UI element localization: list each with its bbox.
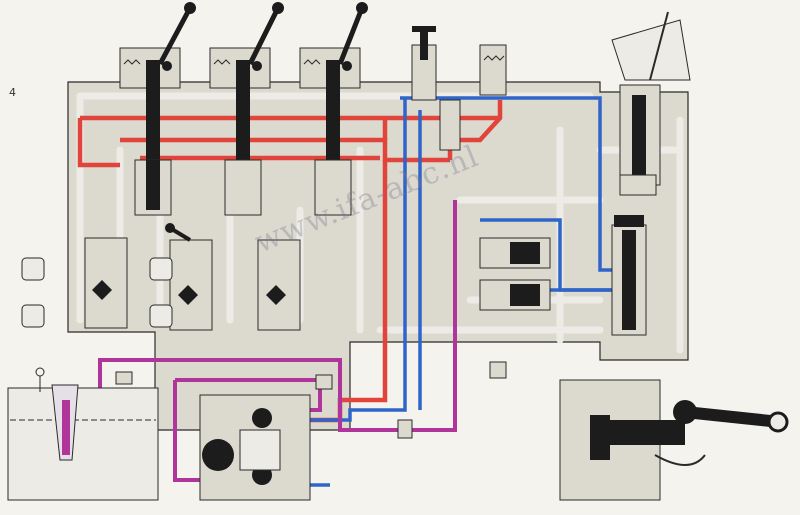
springs-top [123,59,321,65]
check-valves [115,361,507,439]
gear-pump [199,394,311,501]
middle-valves [479,237,551,311]
distributor-valve [611,215,647,336]
pressure-valve-upper [411,26,507,151]
main-housing [67,81,689,431]
hydraulic-lift-arm [559,379,789,501]
oil-tank [7,367,159,501]
valve-housing-1 [119,2,196,216]
valve-housing-3 [299,2,368,216]
page-number: 4 [9,86,16,99]
valve-housing-2 [209,2,284,216]
right-control-assembly [611,11,691,196]
couplings-left [21,257,173,328]
left-valves [84,223,301,331]
